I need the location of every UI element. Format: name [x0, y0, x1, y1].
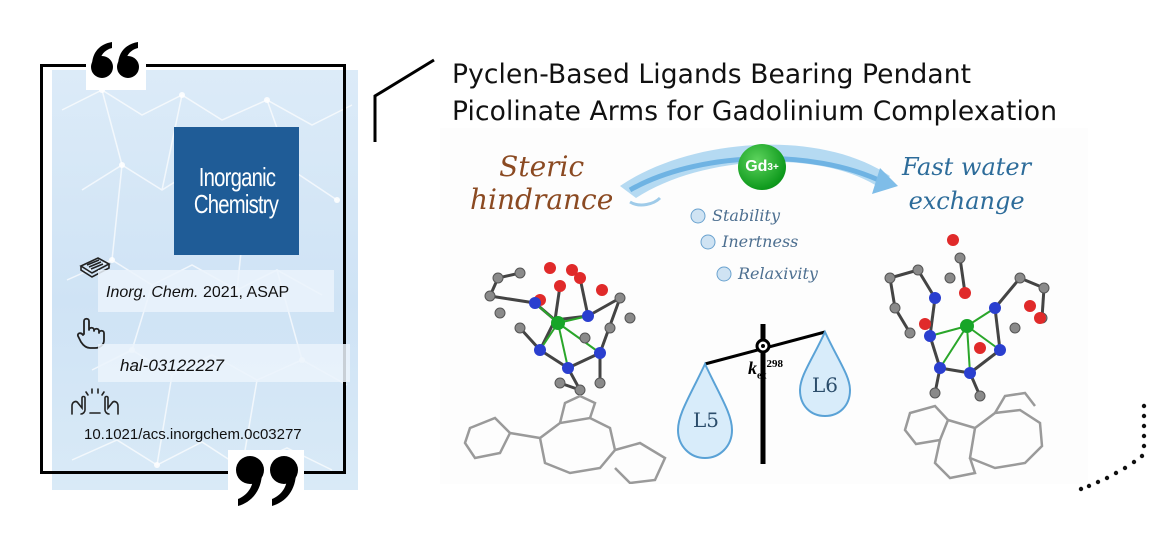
doi-link[interactable]: 10.1021/acs.inorgchem.0c03277 [84, 426, 302, 443]
toc-graphic: Steric hindrance Fast water exchange Sta… [440, 128, 1088, 485]
kex-label: kex298 [748, 358, 783, 382]
kex-subscript: ex [757, 370, 767, 382]
article-title-line2: Picolinate Arms for Gadolinium Complexat… [452, 96, 1058, 127]
drop-right-label: L6 [812, 373, 839, 397]
doi-row[interactable]: 10.1021/acs.inorgchem.0c03277 [84, 418, 344, 450]
citation-year-status: 2021, ASAP [202, 284, 290, 301]
drop-left [676, 361, 734, 460]
journal-logo-line2: Chemistry [194, 189, 279, 219]
journal-logo: Inorganic Chemistry [174, 127, 299, 255]
property-stability: Stability [712, 206, 780, 225]
fast-water-exchange-label: Fast water exchange [902, 150, 1031, 218]
balance-scale [704, 324, 826, 464]
property-inertness: Inertness [722, 232, 799, 251]
title-bracket [373, 58, 435, 142]
journal-logo-line1: Inorganic [198, 161, 275, 192]
gd-charge: 3+ [767, 161, 779, 173]
ligand-sketch-right [903, 391, 1044, 480]
drop-left-label: L5 [693, 408, 720, 432]
left-complex-molecule [484, 262, 636, 396]
touch-hands-icon [71, 388, 119, 415]
steric-line1: Steric [499, 150, 585, 183]
opening-quote-mark [86, 36, 146, 90]
journal-stack-icon [79, 257, 111, 278]
hal-id-row[interactable]: hal-03122227 [98, 344, 350, 382]
closing-quote-mark [228, 450, 304, 512]
pointing-hand-icon[interactable] [74, 316, 108, 350]
article-title: Pyclen-Based Ligands Bearing Pendant Pic… [452, 56, 1057, 130]
article-title-line1: Pyclen-Based Ligands Bearing Pendant [452, 59, 972, 90]
steric-line2: hindrance [470, 183, 614, 216]
toc-illustration [463, 144, 1050, 485]
hal-id[interactable]: hal-03122227 [120, 356, 224, 375]
card-frame [40, 64, 346, 474]
kex-superscript: 298 [766, 358, 783, 370]
fast-line1: Fast water [902, 153, 1032, 181]
citation-row: Inorg. Chem. 2021, ASAP [98, 270, 334, 312]
citation-journal: Inorg. Chem. [106, 284, 199, 301]
drop-right [798, 329, 852, 418]
gd-symbol: Gd [745, 158, 768, 175]
fast-line2: exchange [908, 187, 1025, 215]
right-complex-molecule [884, 234, 1050, 402]
steric-hindrance-label: Steric hindrance [470, 150, 613, 216]
ligand-sketch-left [463, 394, 667, 485]
kex-symbol: k [748, 358, 757, 378]
property-relaxivity: Relaxivity [738, 264, 818, 283]
dotted-corner-decoration [1078, 403, 1147, 492]
